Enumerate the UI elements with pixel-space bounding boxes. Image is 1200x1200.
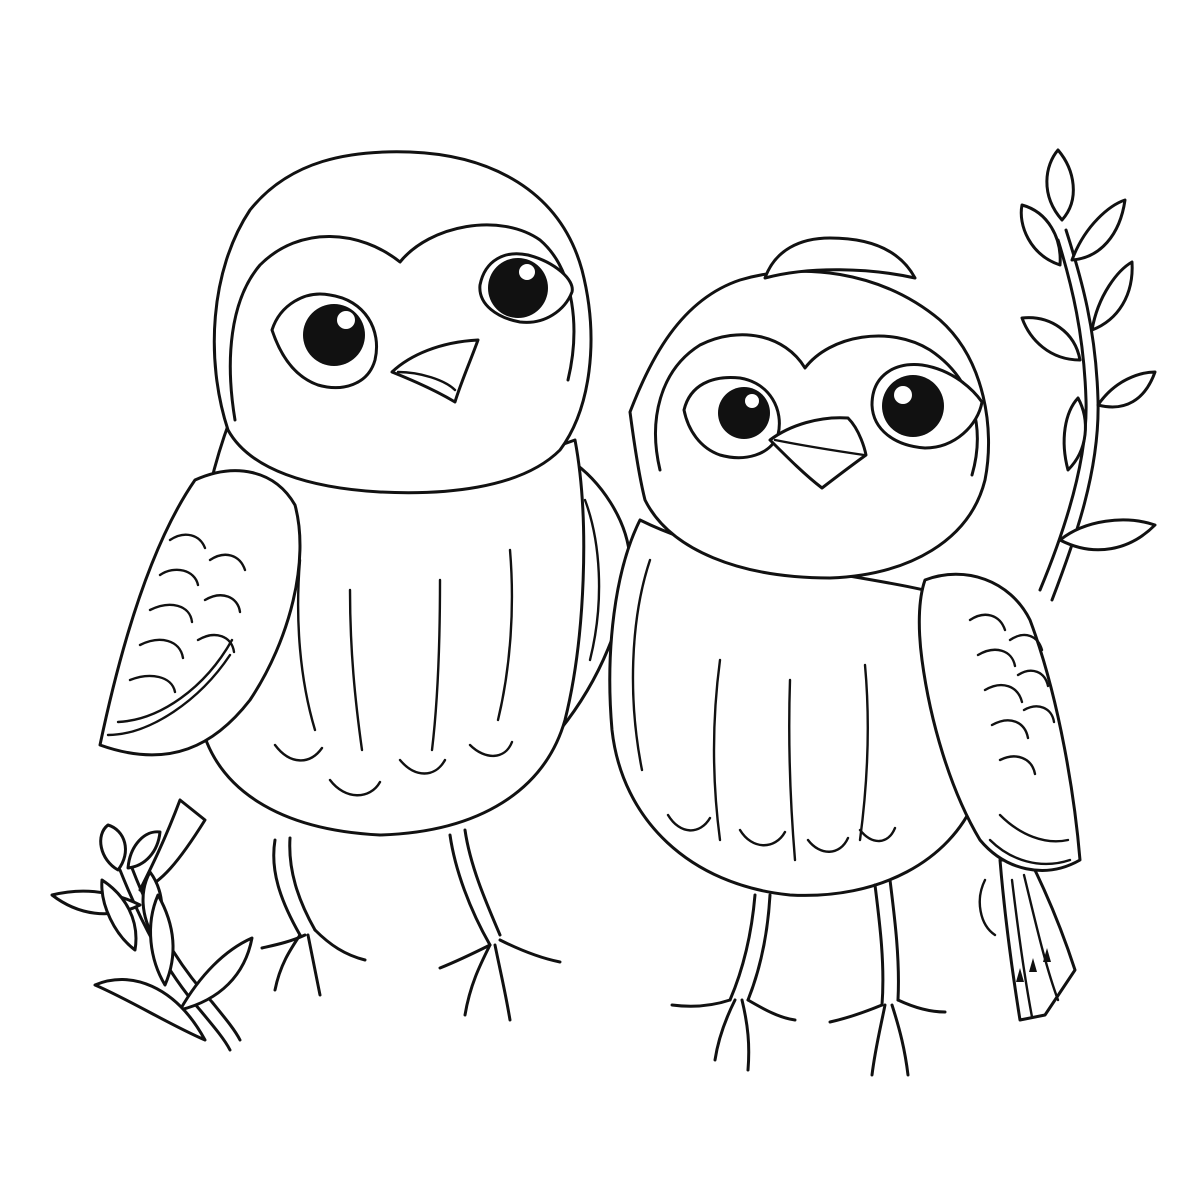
left-bird-chest-line — [496, 548, 514, 722]
right-bird-wing-tip-lines — [988, 813, 1072, 866]
right-bird-tail — [998, 858, 1077, 1022]
right-bird-body — [608, 518, 985, 897]
sprig-leaf — [1070, 198, 1127, 262]
left-bird-wing-feathers — [128, 533, 247, 694]
left-bird-belly-scallops — [273, 740, 514, 797]
left-bird-leg — [272, 836, 317, 937]
sprig-leaf — [178, 936, 254, 1012]
right-bird-beak — [768, 416, 868, 490]
right-bird-chest-line — [858, 663, 869, 842]
sprig-leaf — [1090, 260, 1134, 332]
sprig-leaf — [93, 978, 207, 1042]
left-bird-wing-tip-lines — [106, 638, 234, 737]
right-bird-tail-curl — [978, 878, 997, 937]
right-bird-eye-highlight — [745, 394, 759, 408]
right-bird-leg — [728, 893, 772, 1002]
sprig-bud — [126, 830, 162, 870]
sprig-leaf — [1058, 518, 1157, 552]
left-bird-pupil — [303, 304, 365, 366]
sprig-leaf — [1096, 370, 1157, 409]
sprig-leaf — [1020, 316, 1082, 362]
right-bird-foot — [670, 998, 797, 1072]
left-bird-chest-line — [296, 558, 317, 732]
left-bird-eye-highlight — [519, 264, 535, 280]
sprig-bud — [99, 823, 127, 872]
left-bird-back-wing-line — [583, 498, 601, 662]
left-bird-beak — [390, 338, 480, 404]
left-bird-icon — [98, 150, 632, 1022]
right-bird-beak-line — [773, 438, 866, 457]
right-bird-pupil — [718, 387, 770, 439]
right-bird-belly-scallops — [666, 813, 897, 853]
left-bird-beak-line — [396, 370, 457, 392]
sprig-leaf — [100, 878, 138, 952]
right-bird-chest-line — [788, 678, 797, 862]
left-bird-foot — [438, 938, 562, 1022]
right-bird-side-edge — [631, 558, 652, 772]
right-leaf-sprig-icon — [1019, 148, 1157, 602]
left-bird-eye-highlight — [337, 311, 355, 329]
sprig-stem-back — [1038, 238, 1088, 592]
sprig-leaf — [1062, 396, 1087, 472]
right-bird-icon — [608, 236, 1082, 1077]
sprig-leaf — [149, 893, 175, 987]
right-bird-tail-markings — [1016, 948, 1051, 982]
left-bird-foot — [260, 928, 367, 997]
right-bird-crest — [763, 236, 917, 280]
right-bird-leg — [873, 878, 900, 1007]
right-bird-tail-lines — [1010, 873, 1060, 1019]
right-bird-pupil — [882, 375, 944, 437]
left-bird-leg — [448, 828, 502, 947]
sprig-leaf — [1019, 203, 1062, 267]
left-bird-pupil — [488, 258, 548, 318]
sprig-leaf — [1045, 148, 1075, 222]
right-bird-wing-feathers — [968, 613, 1056, 776]
right-bird-foot — [828, 998, 947, 1077]
left-bird-chest-line — [348, 588, 364, 752]
right-bird-chest-line — [712, 658, 722, 842]
left-leaf-sprig-icon — [50, 823, 254, 1052]
left-bird-chest-line — [430, 578, 442, 752]
left-bird-wing — [98, 469, 302, 757]
right-bird-eye-highlight — [894, 386, 912, 404]
